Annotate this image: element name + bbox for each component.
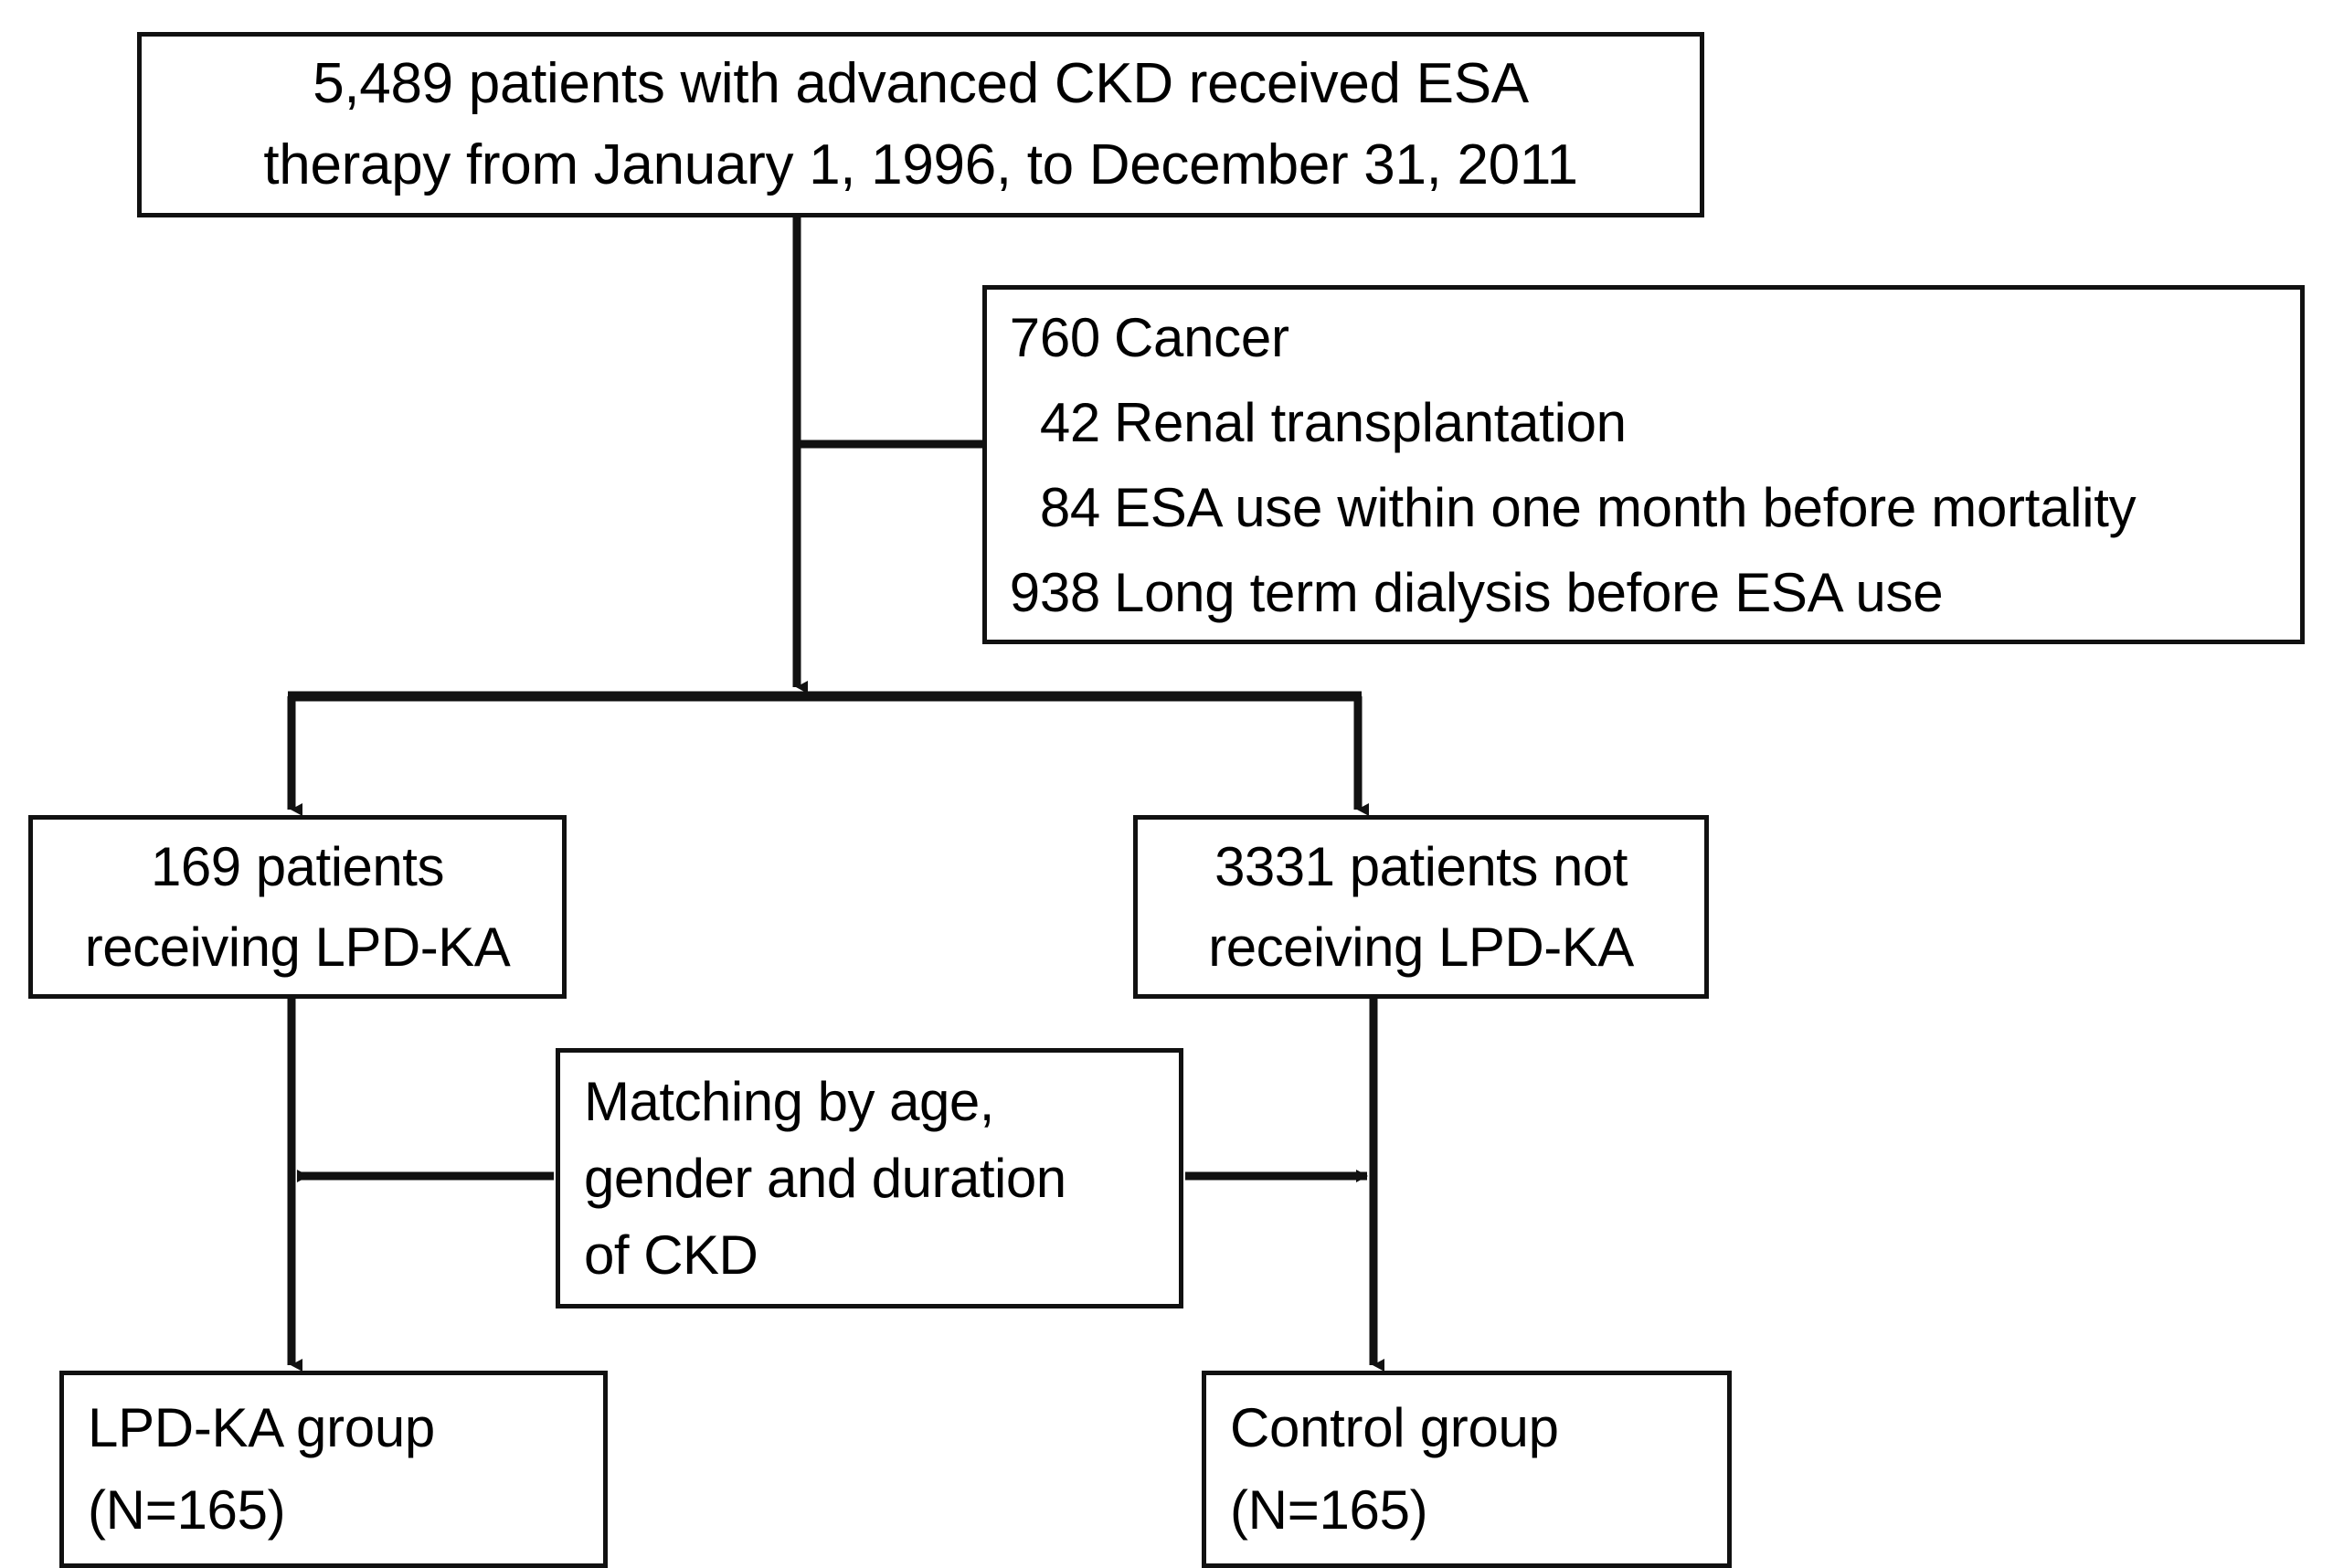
lpdka-group-line-2: (N=165) bbox=[88, 1479, 286, 1541]
matching-line-3: of CKD bbox=[584, 1224, 758, 1286]
lpdka-group-line-1: LPD-KA group bbox=[88, 1397, 435, 1458]
non-lpdka-patients-line-2: receiving LPD-KA bbox=[1208, 916, 1634, 978]
exclusion-label: Renal transplantation bbox=[1114, 391, 1627, 453]
lpdka-group-box: LPD-KA group (N=165) bbox=[59, 1371, 608, 1568]
non-lpdka-patients-box: 3331 patients not receiving LPD-KA bbox=[1133, 815, 1709, 999]
exclusion-row: 84 ESA use within one month before morta… bbox=[1002, 465, 2287, 550]
control-group-box: Control group (N=165) bbox=[1202, 1371, 1732, 1568]
exclusion-count: 42 bbox=[1039, 391, 1100, 453]
cohort-line-2: therapy from January 1, 1996, to Decembe… bbox=[263, 132, 1578, 196]
exclusions-box: 760 Cancer 42 Renal transplantation 84 E… bbox=[982, 285, 2305, 644]
lpdka-patients-box: 169 patients receiving LPD-KA bbox=[28, 815, 567, 999]
lpdka-patients-line-1: 169 patients bbox=[151, 835, 444, 897]
matching-line-2: gender and duration bbox=[584, 1147, 1066, 1209]
cohort-box: 5,489 patients with advanced CKD receive… bbox=[137, 32, 1704, 217]
lpdka-patients-line-2: receiving LPD-KA bbox=[84, 916, 511, 978]
control-group-line-2: (N=165) bbox=[1230, 1479, 1428, 1541]
exclusion-label: Long term dialysis before ESA use bbox=[1114, 561, 1944, 623]
matching-box: Matching by age, gender and duration of … bbox=[556, 1048, 1183, 1308]
exclusion-row: 938 Long term dialysis before ESA use bbox=[1002, 550, 2287, 635]
exclusion-label: ESA use within one month before mortalit… bbox=[1114, 476, 2137, 538]
matching-line-1: Matching by age, bbox=[584, 1070, 994, 1132]
exclusion-count: 760 bbox=[1009, 306, 1101, 368]
exclusion-label: Cancer bbox=[1114, 306, 1289, 368]
cohort-line-1: 5,489 patients with advanced CKD receive… bbox=[313, 52, 1529, 116]
control-group-line-1: Control group bbox=[1230, 1397, 1559, 1458]
non-lpdka-patients-line-1: 3331 patients not bbox=[1214, 835, 1628, 897]
exclusion-row: 42 Renal transplantation bbox=[1002, 380, 2287, 465]
exclusion-count: 938 bbox=[1009, 561, 1101, 623]
exclusion-row: 760 Cancer bbox=[1002, 295, 2287, 380]
exclusion-count: 84 bbox=[1039, 476, 1100, 538]
